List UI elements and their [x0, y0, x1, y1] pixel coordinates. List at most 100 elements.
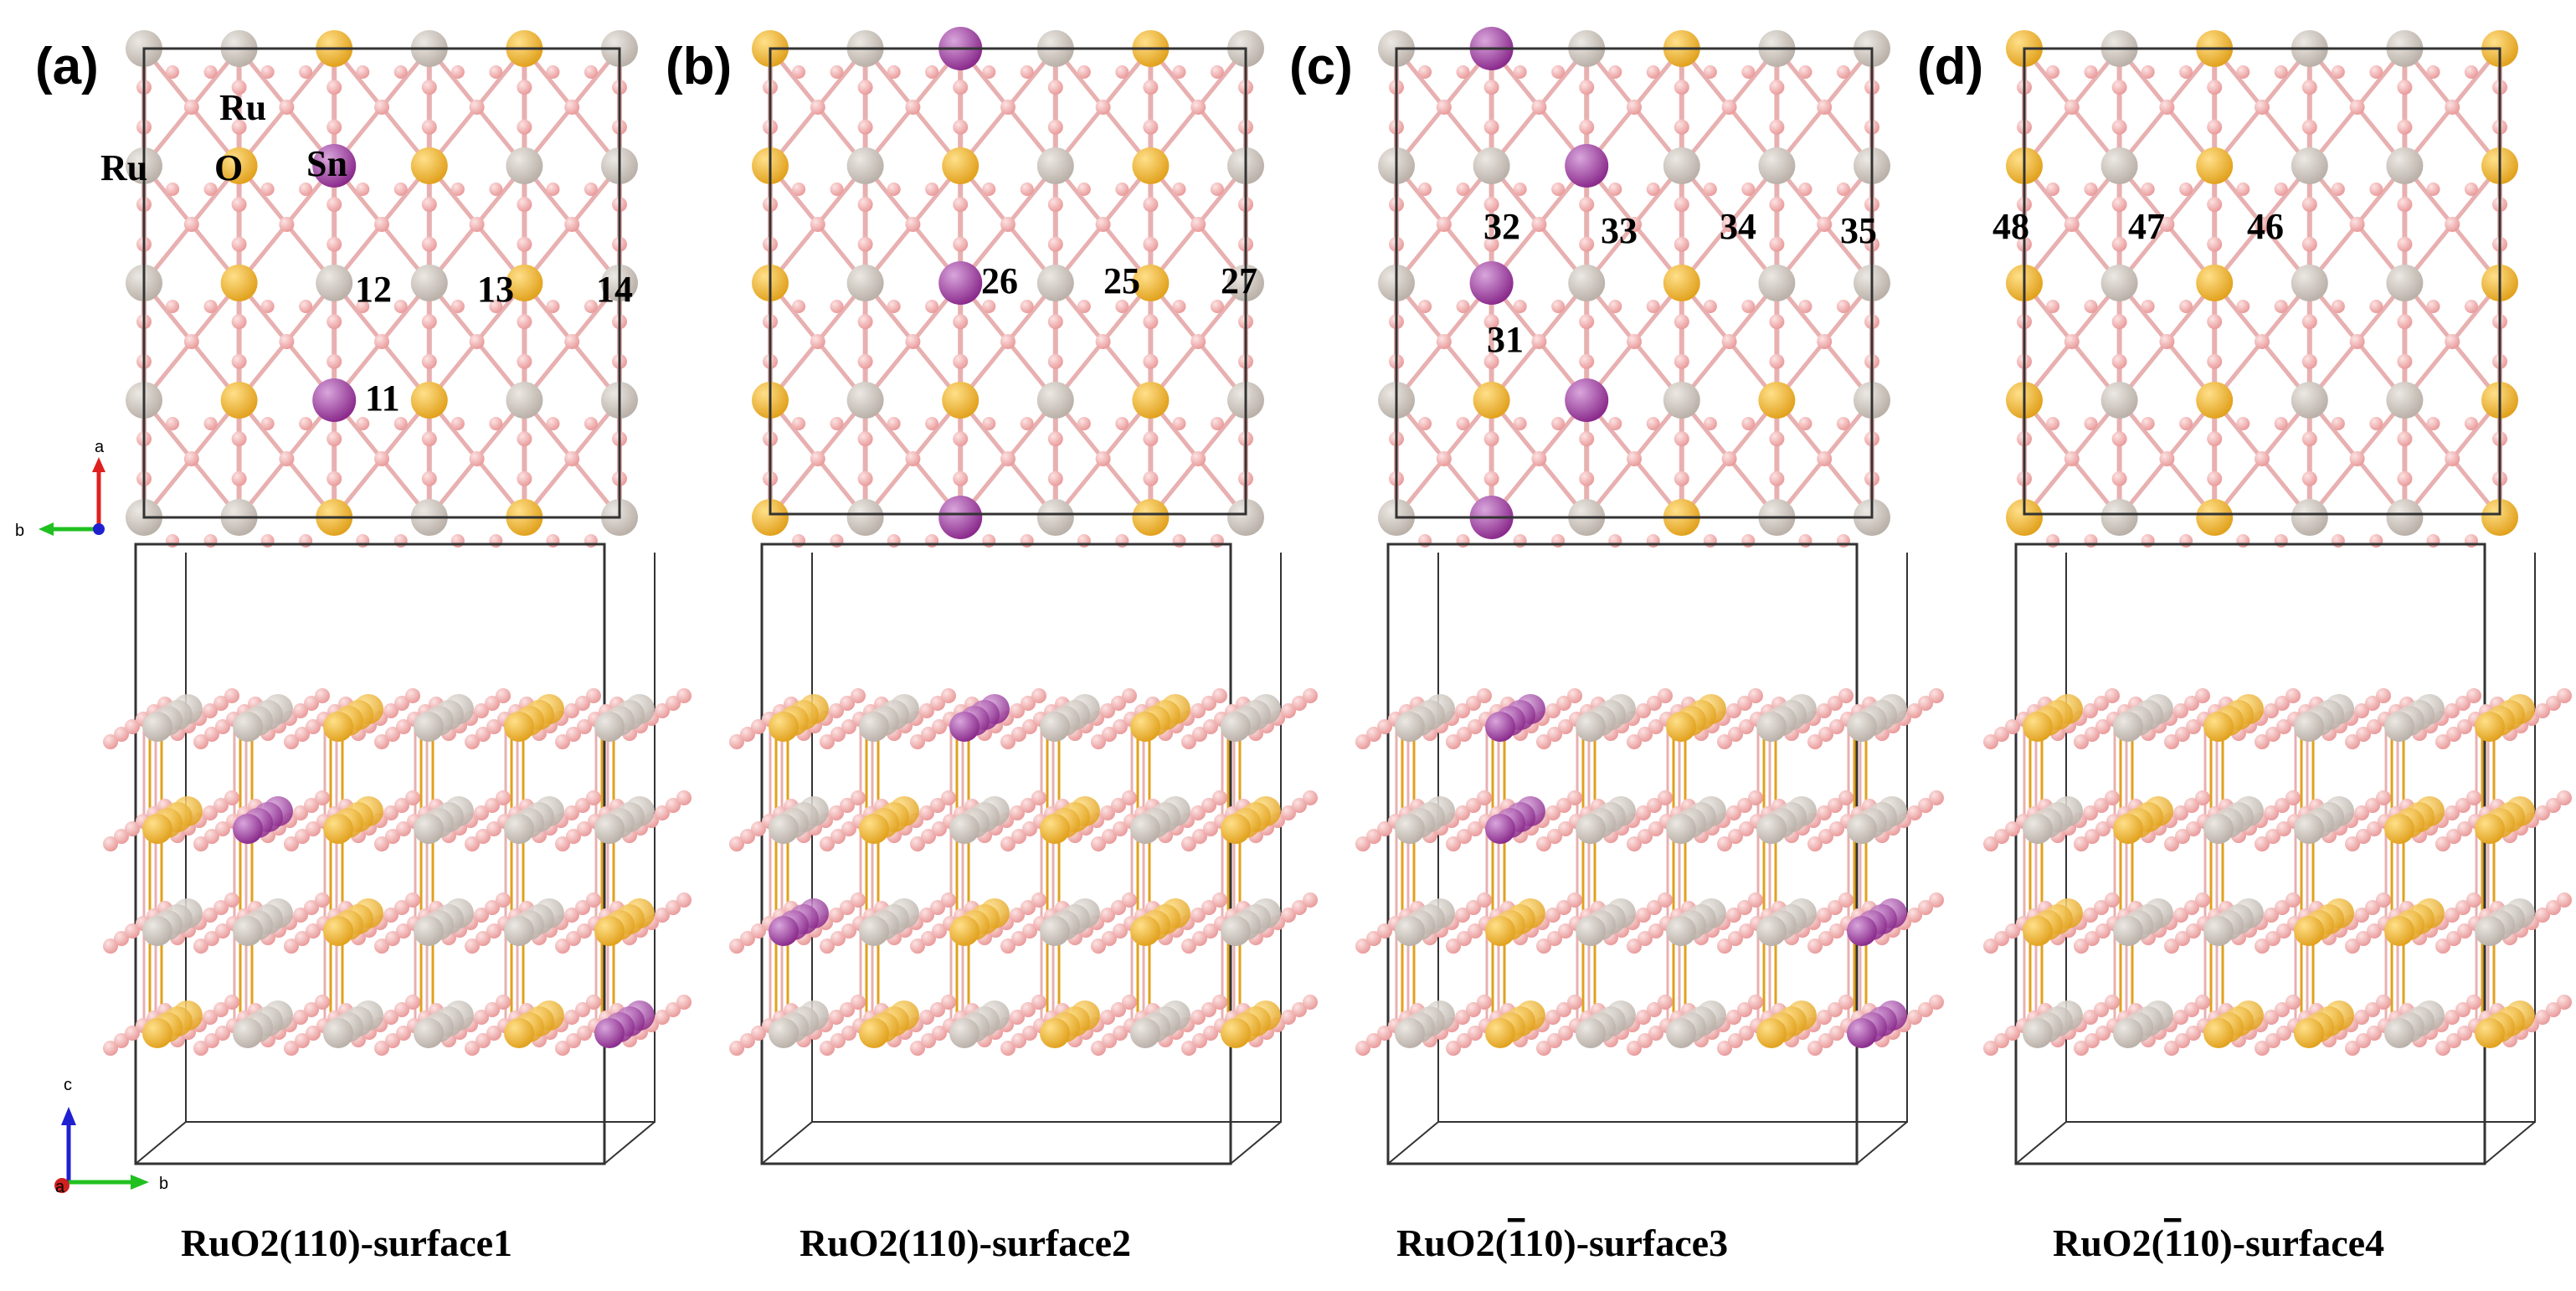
o-atom: [1021, 798, 1036, 813]
o-atom: [1838, 790, 1854, 805]
side-cell-front: [2014, 543, 2486, 1165]
o-atom: [1466, 798, 1481, 813]
o-atom: [2535, 703, 2550, 718]
o-atom: [1446, 734, 1461, 749]
o-atom: [1212, 790, 1227, 805]
o-atom: [1674, 119, 1689, 135]
o-atom: [810, 334, 825, 349]
panel-b-top-view: [752, 27, 1264, 548]
o-atom: [1817, 703, 1832, 718]
o-atom: [394, 696, 409, 711]
o-atom: [1647, 696, 1662, 711]
o-atom: [1741, 65, 1756, 79]
o-atom: [474, 703, 489, 718]
o-atom: [546, 65, 560, 79]
o-atom: [1456, 65, 1470, 79]
o-atom: [1115, 300, 1129, 313]
o-atom: [919, 805, 934, 820]
o-atom: [2179, 183, 2193, 196]
o-atom: [183, 334, 199, 349]
o-atom: [1446, 836, 1461, 851]
panel-d-top-cell: [2023, 47, 2501, 516]
ru-atom: [2291, 147, 2328, 184]
o-atom: [830, 1033, 846, 1048]
o-atom: [1579, 119, 1595, 135]
o-atom: [820, 1041, 835, 1056]
o-atom: [2285, 892, 2301, 908]
o-atom: [231, 236, 247, 252]
o-atom: [1703, 417, 1717, 430]
o-atom: [2367, 719, 2382, 734]
o-atom: [1483, 471, 1499, 486]
ru-atom: [2384, 1018, 2414, 1048]
dopant-site-atom: [2294, 1018, 2324, 1048]
o-atom: [1446, 1041, 1461, 1056]
o-atom: [1115, 65, 1129, 79]
o-atom: [1728, 727, 1743, 742]
o-atom: [2111, 236, 2127, 252]
ru-atom: [1756, 712, 1787, 742]
o-atom: [1181, 1041, 1196, 1056]
o-atom: [564, 334, 580, 349]
o-atom: [1647, 1002, 1662, 1017]
o-atom: [2175, 727, 2190, 742]
o-atom: [1674, 80, 1689, 95]
ru-atom: [414, 712, 444, 742]
o-atom: [1115, 417, 1129, 430]
o-atom: [204, 931, 219, 946]
o-atom: [421, 80, 437, 95]
o-atom: [2105, 790, 2120, 805]
o-atom: [2046, 534, 2060, 548]
o-atom: [231, 197, 247, 213]
o-atom: [1436, 217, 1452, 232]
o-atom: [1838, 995, 1854, 1010]
o-atom: [204, 727, 219, 742]
o-atom: [905, 451, 921, 466]
o-atom: [1095, 100, 1111, 115]
o-atom: [486, 719, 501, 734]
sn-atom: [312, 144, 357, 188]
o-atom: [1212, 995, 1227, 1010]
o-atom: [1113, 719, 1128, 734]
o-atom: [2535, 908, 2550, 923]
o-atom: [2457, 821, 2472, 836]
o-atom: [1929, 995, 1944, 1010]
o-atom: [2095, 821, 2111, 836]
o-atom: [1022, 923, 1037, 939]
o-atom: [2354, 703, 2369, 718]
o-atom: [213, 798, 229, 813]
o-atom: [450, 300, 465, 313]
o-atom: [751, 923, 766, 939]
o-atom: [2159, 100, 2175, 115]
o-atom: [1531, 217, 1547, 232]
o-atom: [204, 829, 219, 844]
o-atom: [2255, 836, 2270, 851]
ru-atom: [1847, 814, 1877, 844]
o-atom: [887, 300, 901, 313]
o-atom: [2376, 688, 2391, 703]
o-atom: [584, 300, 598, 313]
panel-a-caption: RuO2(110)-surface1: [181, 1222, 512, 1264]
dopant-site-atom: [142, 1018, 172, 1048]
o-atom: [2164, 836, 2179, 851]
dopant-site-atom: [1473, 382, 1510, 419]
o-atom: [930, 696, 945, 711]
panel-b-top-cell: [769, 47, 1247, 516]
o-atom: [1091, 734, 1106, 749]
o-atom: [1994, 727, 2009, 742]
side-cell-front: [760, 543, 1232, 1165]
o-atom: [1190, 805, 1206, 820]
panel-a-top-cell: [142, 47, 621, 519]
o-atom: [2546, 696, 2561, 711]
o-atom: [566, 1033, 581, 1048]
o-atom: [810, 100, 825, 115]
o-atom: [921, 931, 936, 946]
ru-atom: [504, 916, 534, 946]
o-atom: [1011, 931, 1026, 946]
o-atom: [1551, 300, 1566, 313]
dopant-site-atom: [1132, 147, 1170, 184]
o-atom: [293, 1010, 308, 1025]
site-label-14: 14: [596, 269, 633, 310]
o-atom: [925, 300, 939, 313]
o-atom: [125, 923, 140, 939]
